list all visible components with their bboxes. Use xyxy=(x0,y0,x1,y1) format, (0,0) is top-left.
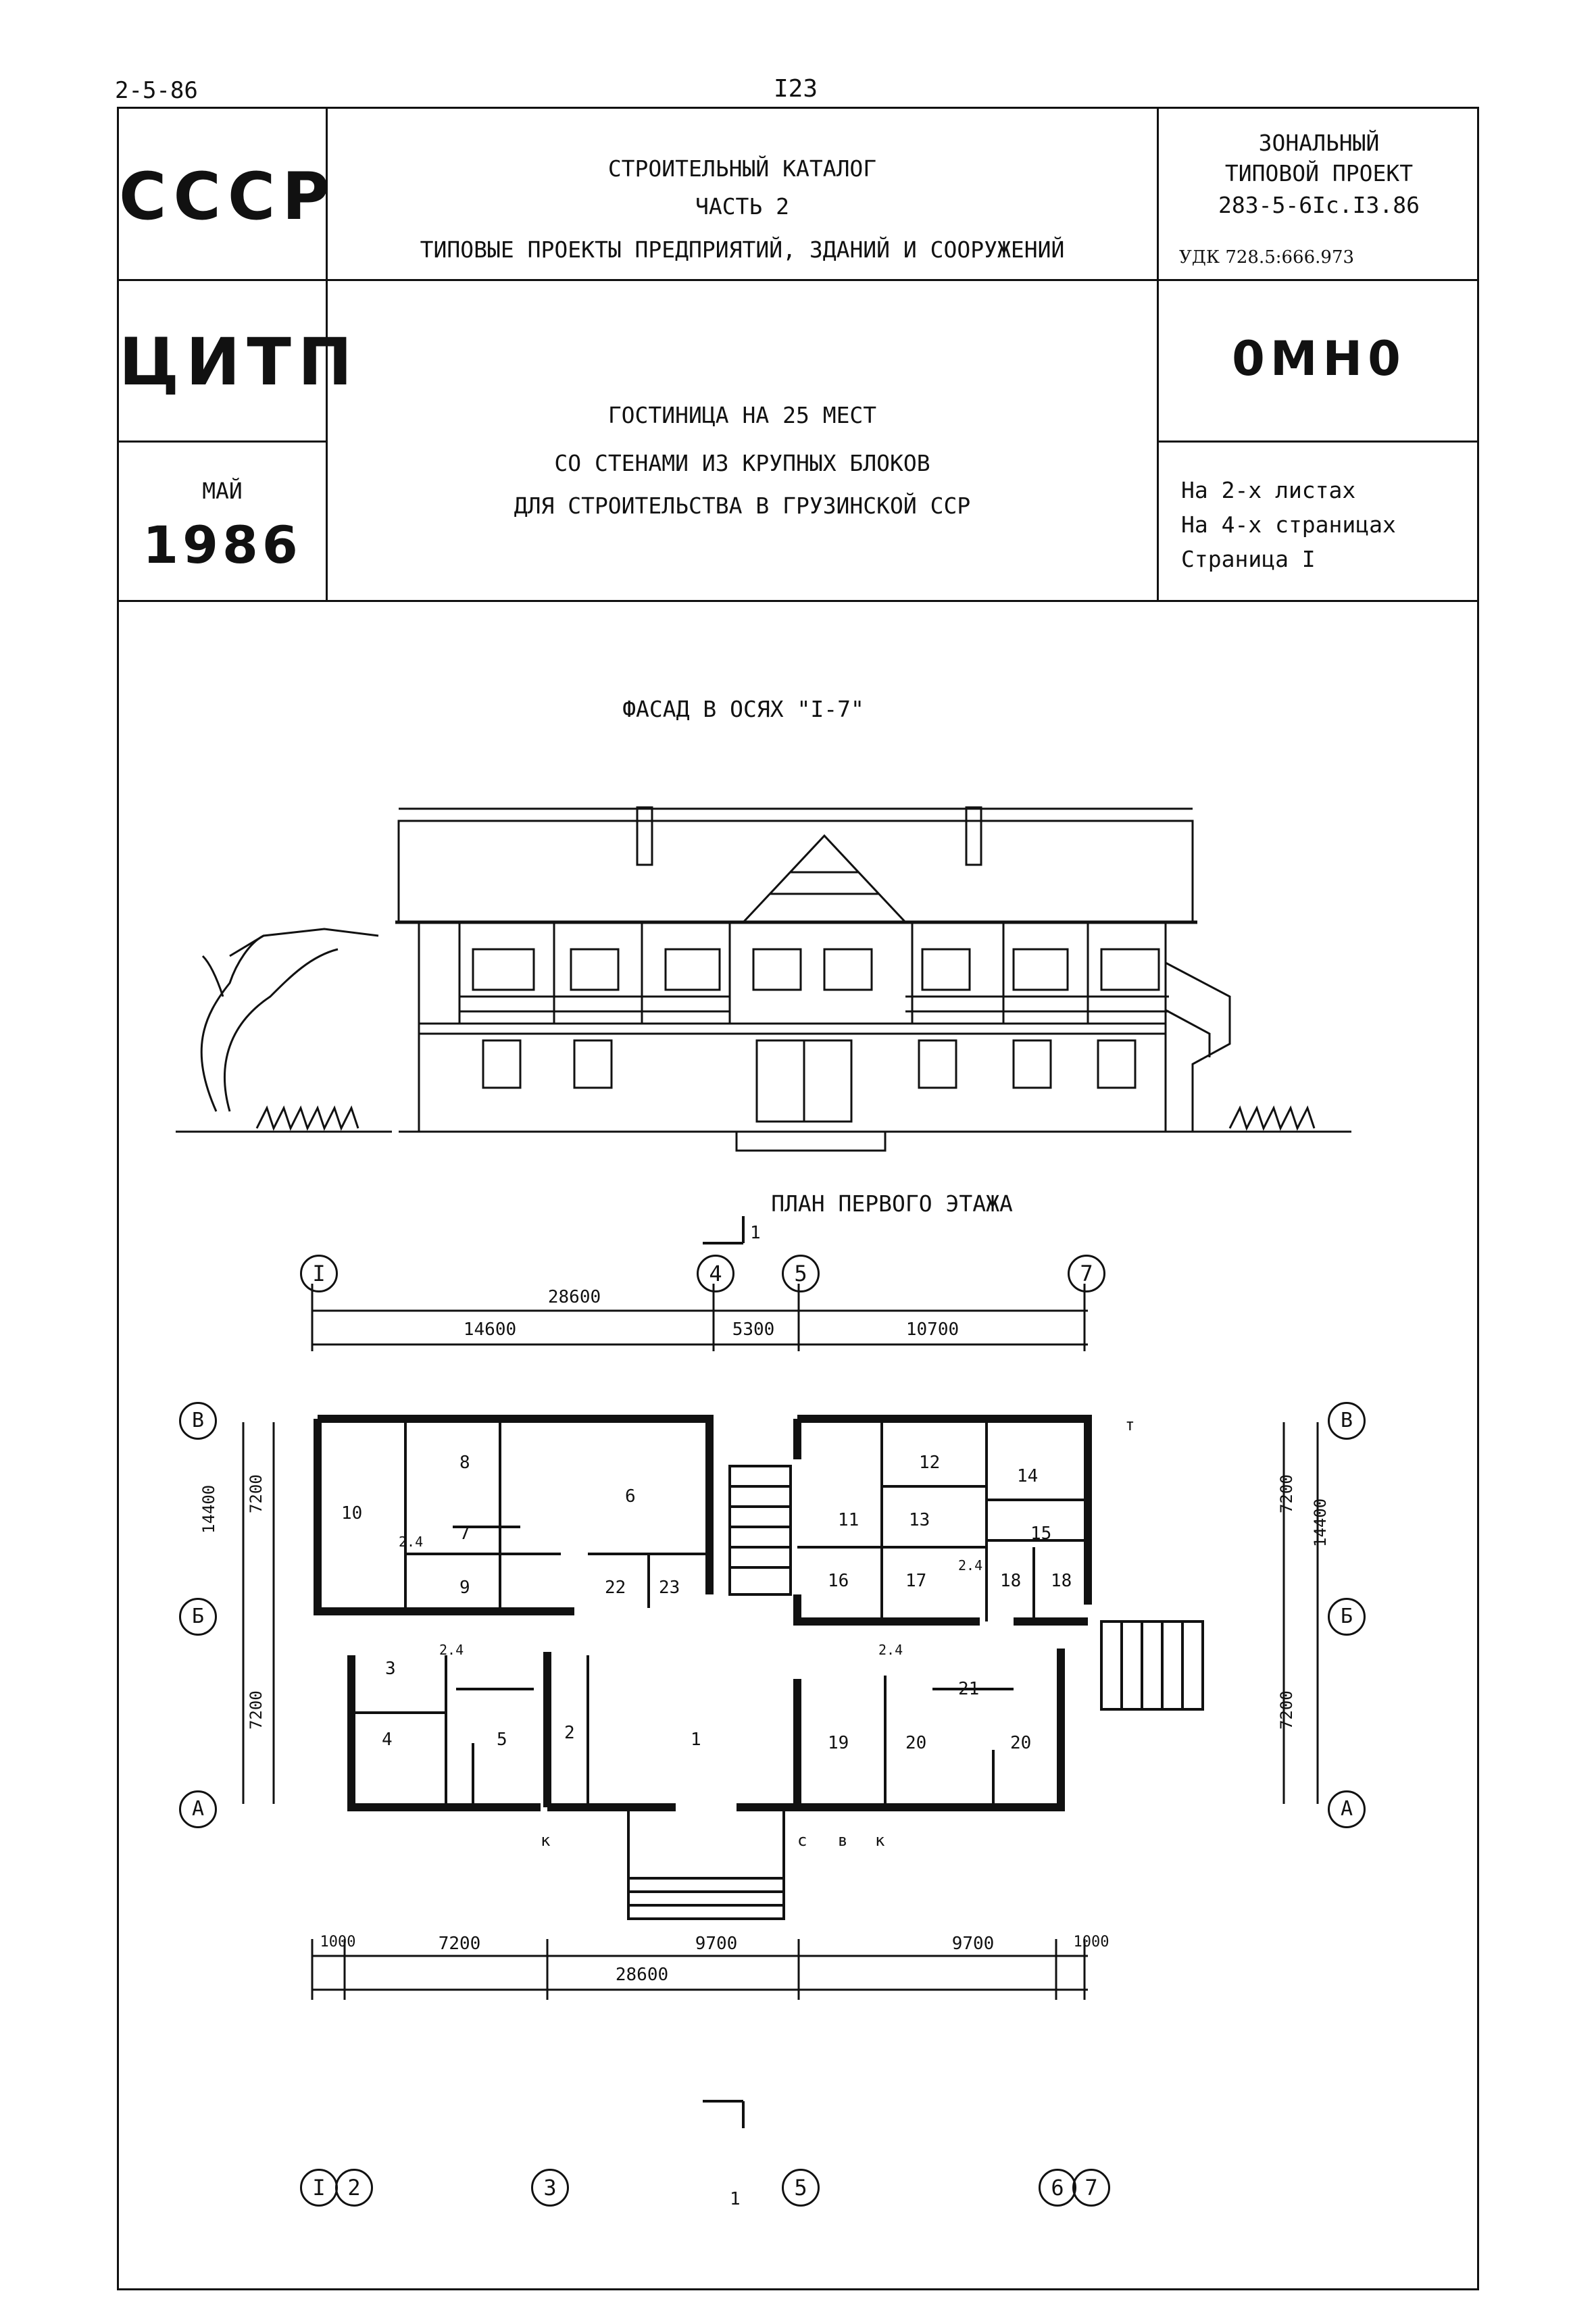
dimension-label: 1000 xyxy=(320,1934,356,1951)
room-label: 18 xyxy=(1000,1571,1022,1591)
room-label: 2.4 xyxy=(878,1642,903,1658)
axis-marker: 3 xyxy=(531,2169,569,2207)
dimension-label: 7200 xyxy=(1277,1474,1296,1513)
room-label: 20 xyxy=(905,1733,927,1753)
dimension-label: 7200 xyxy=(247,1690,266,1730)
room-label: 7 xyxy=(459,1524,470,1544)
facade-caption: ФАСАД В ОСЯХ "I-7" xyxy=(622,696,864,722)
dimension-label: 9700 xyxy=(695,1934,738,1954)
dimension-label: 9700 xyxy=(951,1934,995,1954)
plan-caption: ПЛАН ПЕРВОГО ЭТАЖА xyxy=(771,1190,1013,1217)
document-code: 2-5-86 xyxy=(115,77,198,104)
room-label: 19 xyxy=(828,1733,849,1753)
room-label: 14 xyxy=(1017,1466,1039,1486)
year-label: 1986 xyxy=(143,515,302,575)
catalog-title: СТРОИТЕЛЬНЫЙ КАТАЛОГ xyxy=(607,155,877,182)
axis-marker: В xyxy=(1328,1402,1366,1440)
title-block-rule xyxy=(1157,107,1159,602)
room-label: 2.4 xyxy=(958,1557,983,1574)
catalog-part: ЧАСТЬ 2 xyxy=(695,193,790,220)
title-block-rule xyxy=(326,107,328,602)
entrance-label: т xyxy=(1125,1415,1135,1434)
axis-marker: I xyxy=(300,1255,338,1292)
axis-marker: Б xyxy=(179,1598,217,1636)
ussr-label: СССР xyxy=(119,159,336,234)
room-label: 1 xyxy=(691,1730,701,1750)
room-label: 21 xyxy=(958,1679,980,1699)
section-mark-top: 1 xyxy=(750,1223,761,1243)
title-block-rule xyxy=(117,279,1479,281)
room-label: 4 xyxy=(382,1730,393,1750)
project-title-line2: СО СТЕНАМИ ИЗ КРУПНЫХ БЛОКОВ xyxy=(554,450,930,476)
page-number: I23 xyxy=(774,75,818,103)
title-block-rule xyxy=(117,600,1479,602)
code-label: 0МН0 xyxy=(1232,331,1406,386)
project-title-line1: ГОСТИНИЦА НА 25 МЕСТ xyxy=(607,402,877,428)
project-title-line3: ДЛЯ СТРОИТЕЛЬСТВА В ГРУЗИНСКОЙ ССР xyxy=(514,493,971,519)
axis-marker: 4 xyxy=(697,1255,734,1292)
room-label: 22 xyxy=(605,1578,626,1598)
title-block-rule xyxy=(117,441,328,443)
room-label: 16 xyxy=(828,1571,849,1591)
room-label: 11 xyxy=(838,1510,859,1530)
project-type-line2: ТИПОВОЙ ПРОЕКТ xyxy=(1224,160,1414,186)
dimension-label: 7200 xyxy=(1277,1690,1296,1730)
axis-marker: I xyxy=(300,2169,338,2207)
axis-marker: А xyxy=(1328,1790,1366,1828)
dimension-label: 14400 xyxy=(1311,1498,1330,1547)
axis-marker: 7 xyxy=(1068,1255,1105,1292)
project-type-line1: ЗОНАЛЬНЫЙ xyxy=(1258,130,1380,156)
room-label: 13 xyxy=(909,1510,930,1530)
axis-marker: 2 xyxy=(335,2169,373,2207)
axis-marker: 6 xyxy=(1039,2169,1076,2207)
dimension-label: 28600 xyxy=(547,1287,601,1307)
room-label: 6 xyxy=(625,1486,636,1507)
room-label: 15 xyxy=(1030,1524,1052,1544)
room-label: 17 xyxy=(905,1571,927,1591)
entrance-label: к xyxy=(875,1831,885,1850)
dimension-label: 5300 xyxy=(732,1319,775,1340)
citp-label: ЦИТП xyxy=(119,324,359,400)
dimension-label: 1000 xyxy=(1073,1934,1109,1951)
axis-marker: Б xyxy=(1328,1598,1366,1636)
entrance-label: с xyxy=(797,1831,807,1850)
entrance-label: к xyxy=(541,1831,551,1850)
dimension-label: 14400 xyxy=(199,1484,218,1534)
room-label: 2.4 xyxy=(399,1534,424,1550)
dimension-label: 28600 xyxy=(615,1965,669,1985)
sheet-frame xyxy=(117,107,1479,2290)
room-label: 18 xyxy=(1051,1571,1072,1591)
room-label: 2.4 xyxy=(439,1642,464,1658)
catalog-subtitle: ТИПОВЫЕ ПРОЕКТЫ ПРЕДПРИЯТИЙ, ЗДАНИЙ И СО… xyxy=(420,236,1065,263)
udk-code: УДК 728.5:666.973 xyxy=(1179,247,1355,268)
dimension-label: 7200 xyxy=(247,1474,266,1513)
facade-drawing xyxy=(176,806,1351,1152)
room-label: 2 xyxy=(564,1723,575,1743)
month-label: МАЙ xyxy=(202,478,243,504)
floor-plan-drawing xyxy=(242,1216,1319,2128)
project-number: 283-5-6Iс.I3.86 xyxy=(1218,192,1420,218)
room-label: 12 xyxy=(919,1453,941,1473)
axis-marker: А xyxy=(179,1790,217,1828)
section-mark-bottom: 1 xyxy=(730,2189,741,2209)
room-label: 20 xyxy=(1010,1733,1032,1753)
axis-marker: 5 xyxy=(782,2169,820,2207)
entrance-label: в xyxy=(838,1831,848,1850)
room-label: 8 xyxy=(459,1453,470,1473)
axis-marker: 5 xyxy=(782,1255,820,1292)
axis-marker: 7 xyxy=(1072,2169,1110,2207)
room-label: 10 xyxy=(341,1503,363,1524)
dimension-label: 10700 xyxy=(905,1319,959,1340)
pages-count: На 4-х страницах xyxy=(1181,511,1396,538)
room-label: 23 xyxy=(659,1578,680,1598)
room-label: 9 xyxy=(459,1578,470,1598)
sheets-count: На 2-х листах xyxy=(1181,477,1356,503)
axis-marker: В xyxy=(179,1402,217,1440)
room-label: 5 xyxy=(497,1730,507,1750)
dimension-label: 7200 xyxy=(438,1934,481,1954)
dimension-label: 14600 xyxy=(463,1319,517,1340)
title-block-rule xyxy=(1157,441,1479,443)
page-indicator: Страница I xyxy=(1181,546,1316,572)
room-label: 3 xyxy=(385,1659,396,1679)
